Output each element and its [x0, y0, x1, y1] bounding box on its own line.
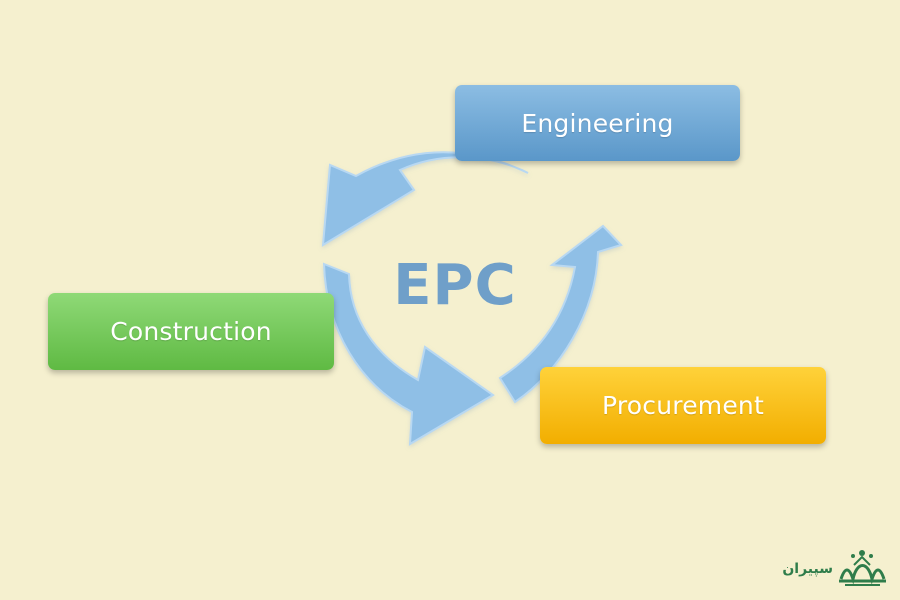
construction-label: Construction	[110, 317, 272, 346]
logo-mark-icon	[839, 550, 886, 586]
epc-center-label: EPC	[393, 252, 517, 318]
bottom-left-cycle-arrow	[322, 262, 495, 446]
brand-logo: سپیران	[775, 543, 890, 589]
top-left-cycle-arrow	[321, 151, 529, 247]
engineering-label: Engineering	[521, 108, 674, 138]
procurement-stage-box: Procurement	[540, 367, 826, 444]
brand-logo-text: سپیران	[782, 561, 833, 577]
construction-stage-box: Construction	[48, 293, 334, 370]
engineering-stage-box: Engineering	[455, 85, 740, 161]
procurement-label: Procurement	[602, 391, 764, 420]
